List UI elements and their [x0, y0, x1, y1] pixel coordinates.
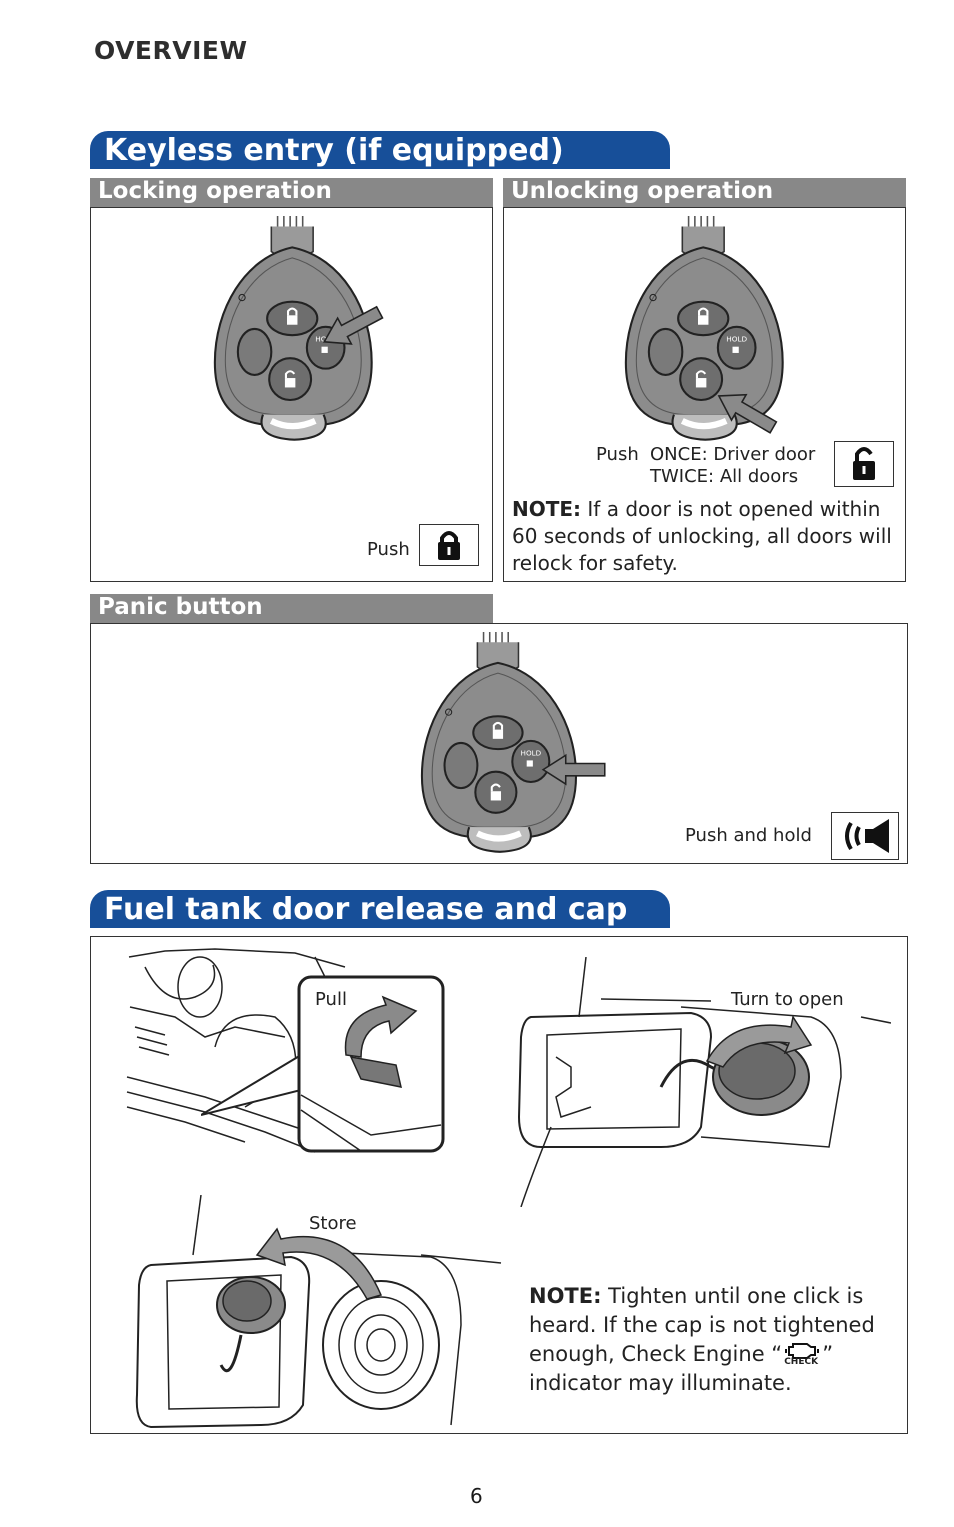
unlock-twice-text: TWICE: All doors [650, 466, 799, 487]
turn-to-open-label: Turn to open [731, 989, 844, 1010]
pull-label: Pull [315, 989, 347, 1010]
fuel-release-lever-callout [201, 975, 445, 1153]
section-header: OVERVIEW [94, 36, 248, 65]
fuel-note-text-1: Tighten until one click is heard. If the… [529, 1284, 875, 1366]
panic-button-header: Panic button [90, 594, 493, 623]
panic-push-label: Push and hold [685, 825, 812, 846]
locking-operation-header: Locking operation [90, 178, 493, 207]
unlocking-operation-panel: Push ONCE: Driver door TWICE: All doors … [503, 207, 906, 582]
store-label: Store [309, 1213, 357, 1234]
key-fob-lock-illustration [203, 216, 388, 446]
unlocking-operation-header: Unlocking operation [503, 178, 906, 207]
check-label: CHECK [784, 1357, 819, 1367]
check-engine-icon: CHECK [782, 1341, 822, 1367]
lock-open-icon [853, 447, 875, 480]
unlock-push-label: Push [596, 444, 639, 465]
panic-button-panel: Push and hold [90, 623, 908, 864]
fuel-tank-panel: Pull Turn to open [90, 936, 908, 1434]
panic-symbol-box [831, 812, 899, 860]
locking-operation-panel: Push [90, 207, 493, 582]
fuel-door-open-illustration [517, 957, 891, 1207]
panic-horn-icon [845, 819, 889, 853]
unlock-note-text: If a door is not opened within 60 second… [512, 497, 892, 575]
lock-closed-icon [438, 531, 460, 560]
keyless-entry-banner: Keyless entry (if equipped) [90, 131, 670, 169]
fuel-note-label: NOTE: [529, 1284, 602, 1308]
unlock-note: NOTE: If a door is not opened within 60 … [512, 496, 904, 577]
key-fob-panic-illustration [413, 632, 606, 858]
page-number: 6 [470, 1484, 483, 1508]
fuel-note: NOTE: Tighten until one click is heard. … [529, 1282, 899, 1398]
key-fob-unlock-illustration [614, 216, 874, 446]
lock-push-label: Push [367, 539, 410, 560]
unlock-once-text: ONCE: Driver door [650, 444, 816, 465]
unlock-symbol-box [834, 441, 894, 487]
fuel-cap-store-illustration [135, 1195, 502, 1429]
fuel-note-text-2: ” indicator may illuminate. [529, 1342, 834, 1395]
fuel-tank-banner: Fuel tank door release and cap [90, 890, 670, 928]
lock-symbol-box [419, 524, 479, 566]
unlock-note-label: NOTE: [512, 497, 582, 521]
